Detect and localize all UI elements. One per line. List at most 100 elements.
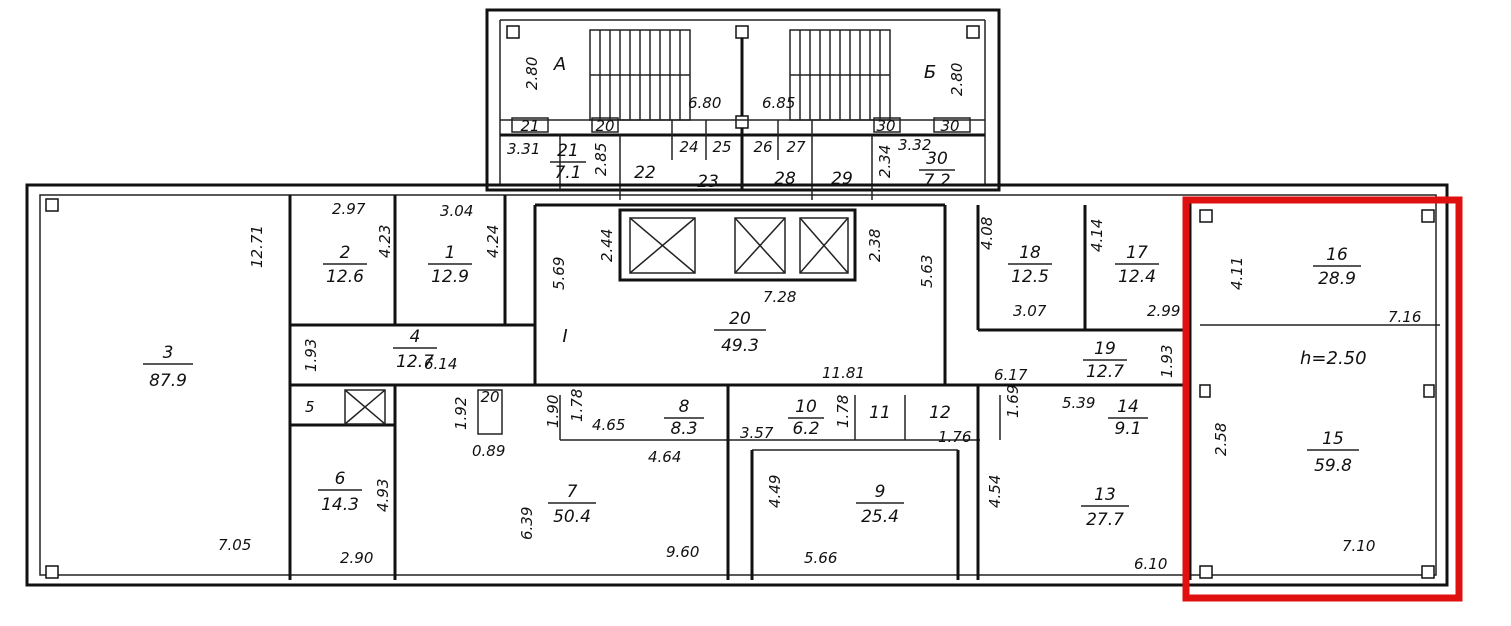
dimension: 3.07: [1013, 302, 1047, 320]
dimension: 2.38: [866, 229, 884, 262]
room-4: 4 12.7: [393, 327, 437, 372]
room-10: 10 6.2: [788, 397, 824, 439]
dimension: 6.10: [1134, 555, 1167, 573]
dimension: 4.54: [986, 475, 1004, 508]
dimension: 4.14: [1088, 219, 1106, 252]
dimension: 7.05: [218, 536, 251, 554]
room-number: 27: [786, 138, 806, 156]
room-number: 1: [445, 243, 456, 263]
dimensions: 2.80 2.80 6.80 6.85 3.31 2.85 2.34 3.32 …: [218, 57, 1421, 573]
dimension: 1.69: [1004, 385, 1022, 418]
small-label: 30: [940, 117, 959, 135]
room-9: 9 25.4: [856, 482, 904, 527]
dimension: 1.93: [1158, 345, 1176, 378]
dimension: 1.78: [834, 395, 852, 428]
room-number: 24: [679, 138, 698, 156]
room-number: 6: [335, 469, 346, 489]
room-area: 9.1: [1114, 419, 1141, 439]
room-labels: 1 12.9 2 12.6 3 87.9 4 12.7 6 14.3 7 50.…: [143, 54, 1367, 530]
room-area: 27.7: [1086, 510, 1124, 530]
dimension: 2.90: [340, 549, 373, 567]
dimension: 4.23: [376, 225, 394, 258]
room-16: 16 28.9: [1313, 245, 1361, 289]
room-number: 5: [305, 398, 315, 416]
section-label: I: [562, 326, 567, 347]
room-area: 50.4: [553, 507, 591, 527]
stair-label-a: А: [553, 54, 566, 75]
room-number: 12: [929, 403, 951, 423]
elevator-3: [799, 217, 849, 274]
dimension: 3.32: [898, 136, 931, 154]
room-number: 4: [410, 327, 421, 347]
dimension: 1.93: [302, 339, 320, 372]
dimension: 1.76: [938, 428, 971, 446]
highlight-frame: [1182, 196, 1463, 602]
room-area: 87.9: [149, 371, 187, 391]
small-label: 20: [595, 117, 614, 135]
room-30: 30 7.2: [919, 149, 955, 191]
room-area: 7.2: [923, 171, 950, 191]
room-number: 29: [831, 169, 853, 189]
stair-treads-b: [790, 30, 890, 120]
dimension: 3.04: [440, 202, 473, 220]
dimension: 12.71: [248, 225, 266, 268]
small-label: 20: [480, 388, 499, 406]
room-number: 25: [712, 138, 731, 156]
room-number: 11: [869, 403, 891, 423]
small-label: 21: [520, 117, 539, 135]
dimension: 5.66: [804, 549, 837, 567]
main-walls: [25, 183, 1449, 587]
ceiling-height: h=2.50: [1300, 348, 1367, 369]
dimension: 4.65: [592, 416, 625, 434]
room-area: 8.3: [670, 419, 697, 439]
room-area: 12.6: [326, 267, 364, 287]
dimension: 4.93: [374, 479, 392, 512]
room-number: 28: [774, 169, 796, 189]
dimension: 1.78: [568, 389, 586, 422]
room-21: 21 7.1: [550, 141, 586, 183]
room-15: 15 59.8: [1307, 429, 1359, 476]
room-area: 49.3: [721, 336, 759, 356]
room-number: 16: [1326, 245, 1348, 265]
dimension: 2.99: [1147, 302, 1180, 320]
dimension: 2.80: [948, 63, 966, 96]
stair-treads-a: [590, 30, 690, 120]
room-area: 14.3: [321, 495, 359, 515]
dimension: 5.69: [550, 257, 568, 290]
dimension: 2.44: [598, 229, 616, 262]
dimension: 4.64: [648, 448, 681, 466]
room-number: 19: [1094, 339, 1116, 359]
dimension: 4.49: [766, 475, 784, 508]
room-19: 19 12.7: [1083, 339, 1127, 382]
room-20: 20 49.3: [714, 309, 766, 356]
dimension: 0.89: [472, 442, 505, 460]
dimension: 7.16: [1388, 308, 1421, 326]
dimension: 4.08: [978, 217, 996, 250]
elevator-1: [629, 217, 696, 274]
dimension: 2.97: [332, 200, 366, 218]
dimension: 11.81: [822, 364, 865, 382]
dimension: 7.28: [763, 288, 796, 306]
room-area: 28.9: [1318, 269, 1356, 289]
room-area: 12.7: [1086, 362, 1124, 382]
room-6: 6 14.3: [318, 469, 362, 515]
room-2: 2 12.6: [323, 243, 367, 287]
dimension: 6.39: [518, 507, 536, 540]
room-number: 17: [1126, 243, 1148, 263]
dimension: 9.60: [666, 543, 699, 561]
room-number: 26: [753, 138, 772, 156]
dimension: 4.24: [484, 225, 502, 258]
room-18: 18 12.5: [1008, 243, 1052, 287]
room-number: 13: [1094, 485, 1116, 505]
room-3: 3 87.9: [143, 343, 193, 391]
dimension: 2.85: [592, 143, 610, 176]
dimension: 7.10: [1342, 537, 1375, 555]
dimension: 3.31: [507, 140, 540, 158]
room-area: 6.2: [792, 419, 819, 439]
room-14: 14 9.1: [1108, 397, 1148, 439]
room-area: 25.4: [861, 507, 899, 527]
dimension: 2.80: [523, 57, 541, 90]
room-number: 23: [697, 172, 719, 192]
stair-label-b: Б: [924, 62, 936, 83]
